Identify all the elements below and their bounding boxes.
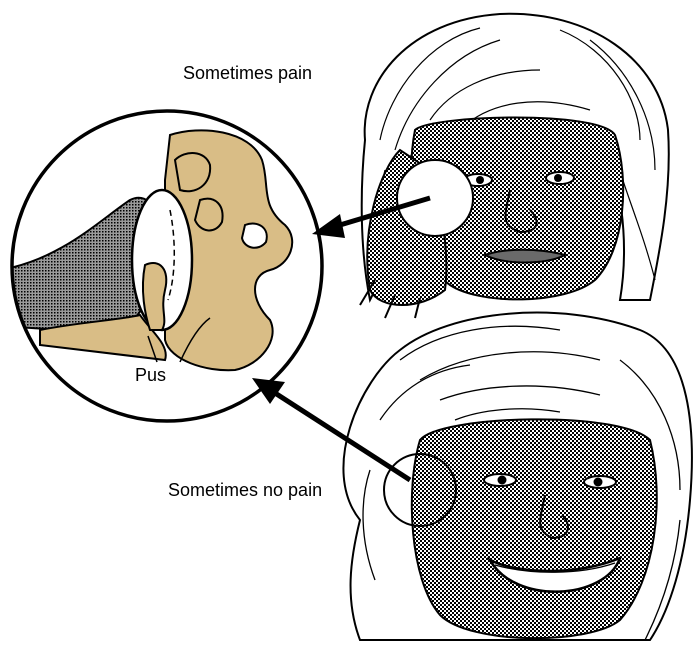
- bottom-child-figure: [343, 313, 691, 640]
- pus-label: Pus: [135, 365, 166, 386]
- bottom-child-face: [412, 419, 657, 638]
- top-child-figure: [360, 14, 669, 318]
- pus-blob: [143, 263, 166, 330]
- sometimes-no-pain-label: Sometimes no pain: [168, 480, 322, 501]
- top-ear-lens: [397, 160, 473, 236]
- sometimes-pain-label: Sometimes pain: [183, 63, 312, 84]
